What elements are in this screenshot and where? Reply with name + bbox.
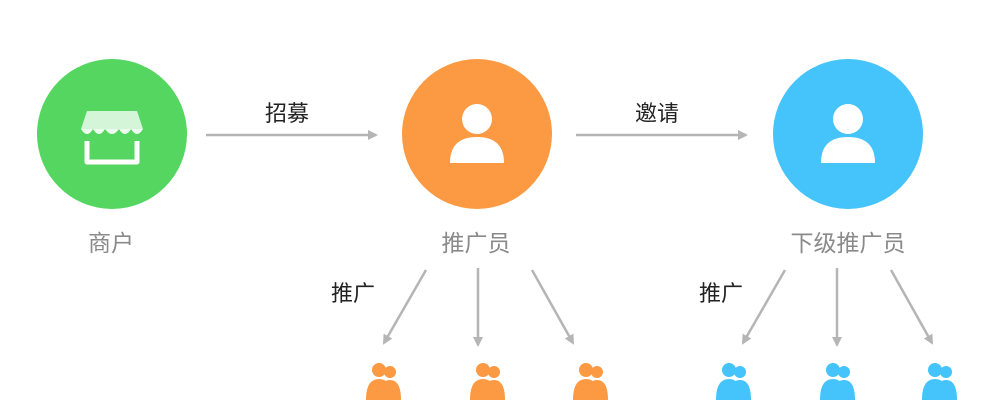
storefront-icon (81, 111, 143, 165)
promote-arrow-left-1 (382, 269, 428, 345)
promote-arrow-left-3 (530, 269, 575, 345)
promote-arrow-right-1 (741, 269, 787, 345)
merchant-label: 商户 (88, 231, 134, 257)
sub-promoter-label: 下级推广员 (790, 231, 906, 257)
user-icon (450, 104, 504, 163)
user-icon (821, 104, 875, 163)
promote-label-right: 推广 (698, 282, 744, 307)
promoter-node (402, 59, 552, 209)
user-group-icon (470, 363, 505, 400)
recruit-label: 招募 (264, 102, 310, 127)
user-group-icon (573, 363, 608, 400)
user-group-icon (366, 363, 401, 400)
promote-arrow-right-3 (889, 269, 934, 345)
user-group-icon (922, 363, 957, 400)
merchant-node (37, 59, 187, 209)
sub-promoter-node (773, 59, 923, 209)
user-group-icon (820, 363, 855, 400)
promoter-label: 推广员 (441, 231, 511, 257)
user-group-icon (716, 363, 751, 400)
promote-label-left: 推广 (330, 282, 376, 307)
invite-label: 邀请 (634, 102, 680, 127)
